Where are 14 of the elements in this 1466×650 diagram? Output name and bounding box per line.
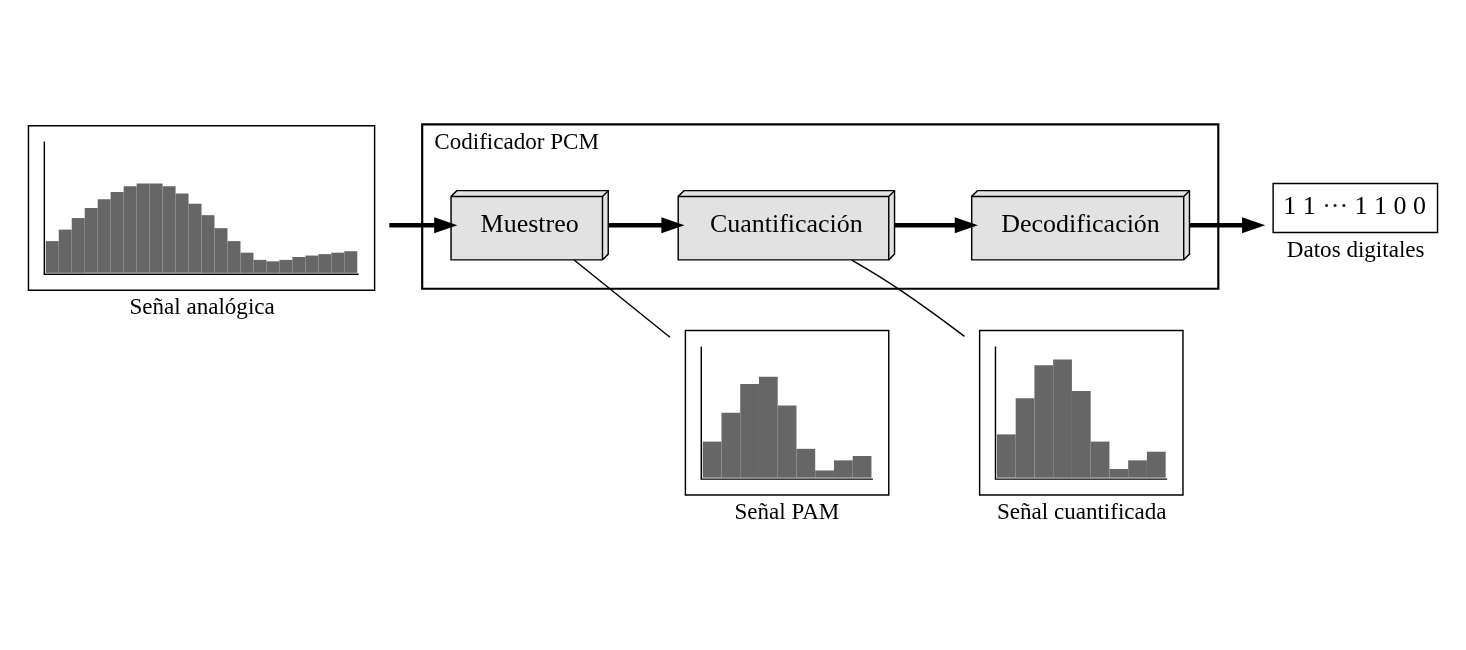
arrow <box>389 216 458 233</box>
node-label: Señal cuantificada <box>996 497 1167 524</box>
arrow <box>1189 216 1266 233</box>
connector <box>573 258 671 338</box>
node-label: Datos digitales <box>1286 235 1425 262</box>
node-label: Señal PAM <box>734 497 840 524</box>
node-box: 1 1 ··· 1 1 0 0 <box>1272 182 1439 233</box>
arrow <box>894 216 978 233</box>
node-picture <box>27 124 376 291</box>
node-picture <box>978 329 1184 496</box>
node-picture <box>684 329 890 496</box>
node-label: Señal analógica <box>129 292 275 319</box>
connector <box>851 259 966 337</box>
arrow <box>608 216 685 233</box>
